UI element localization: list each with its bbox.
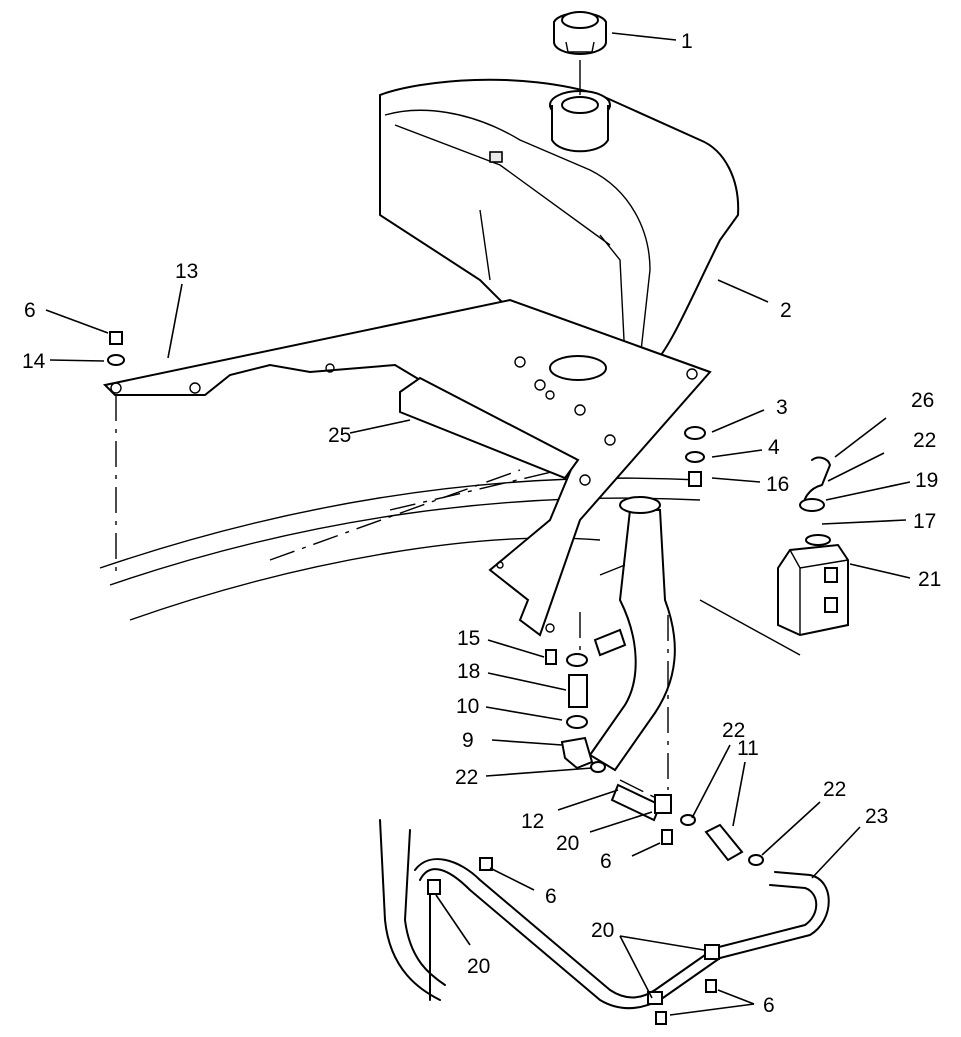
- callout-2: 2: [780, 299, 792, 322]
- fuel-cap: [553, 11, 607, 95]
- callout-10: 10: [456, 695, 479, 718]
- mounting-bracket: [102, 298, 712, 637]
- callout-14: 14: [22, 350, 46, 373]
- callout-9: 9: [462, 729, 474, 752]
- fuel-lines: [379, 819, 830, 1010]
- callout-22-b: 22: [455, 766, 478, 789]
- callout-22-c: 22: [722, 719, 745, 742]
- callout-4: 4: [768, 436, 780, 459]
- callout-26: 26: [911, 389, 934, 412]
- callout-21: 21: [918, 568, 941, 591]
- filler-tube: [588, 496, 676, 772]
- callout-19: 19: [915, 469, 938, 492]
- leader-lines: [45, 32, 911, 1016]
- alignment-lines: [115, 395, 669, 801]
- callout-13: 13: [175, 260, 198, 283]
- overflow-bottle: [777, 456, 849, 637]
- callout-20-a: 20: [556, 832, 579, 855]
- callout-labels: 1 2 3 4 16 26 22 19 17 21 13 6 14 25 15 …: [22, 30, 941, 1017]
- support-bar: [399, 376, 580, 480]
- callout-23: 23: [865, 805, 888, 828]
- callout-20-c: 20: [591, 919, 614, 942]
- callout-1: 1: [681, 30, 693, 53]
- callout-15: 15: [457, 627, 480, 650]
- hardware: [107, 331, 764, 1025]
- callout-6-c: 6: [545, 885, 557, 908]
- callout-22-d: 22: [823, 778, 846, 801]
- callout-17: 17: [913, 510, 936, 533]
- callout-6-b: 6: [600, 850, 612, 873]
- callout-6-d: 6: [763, 994, 775, 1017]
- callout-12: 12: [521, 810, 544, 833]
- callout-18: 18: [457, 660, 480, 683]
- callout-6-a: 6: [24, 299, 36, 322]
- callout-11: 11: [737, 737, 759, 760]
- callout-20-b: 20: [467, 955, 490, 978]
- callout-16: 16: [766, 473, 789, 496]
- callout-3: 3: [776, 396, 788, 419]
- callout-22-a: 22: [913, 429, 936, 452]
- vehicle-body-outline: [99, 469, 801, 656]
- callout-25: 25: [328, 424, 351, 447]
